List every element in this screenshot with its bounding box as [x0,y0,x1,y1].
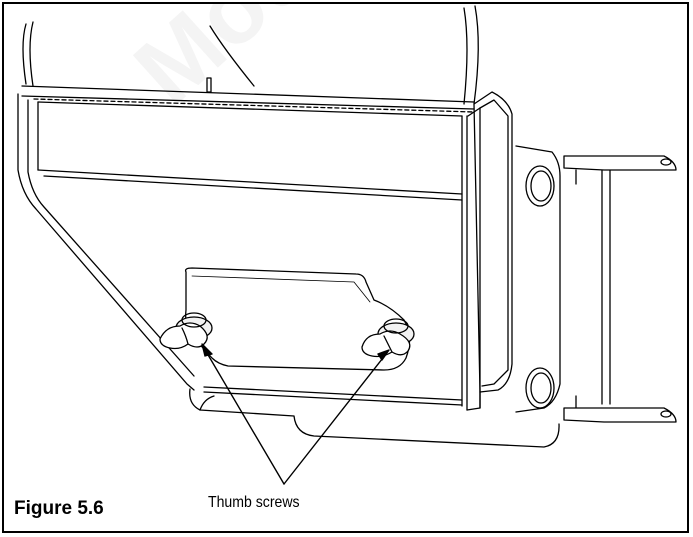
end-plate [466,91,513,411]
technical-drawing [17,5,677,485]
callout-arrows [201,343,390,485]
thumb-screw-right [361,318,415,358]
mounting-bracket [515,145,677,423]
upper-cylinder [21,5,479,113]
figure-label: Figure 5.6 [14,498,104,519]
callout-label-thumb-screws: Thumb screws [208,494,300,511]
tray-body [17,93,560,448]
thumb-screw-left [159,312,213,350]
